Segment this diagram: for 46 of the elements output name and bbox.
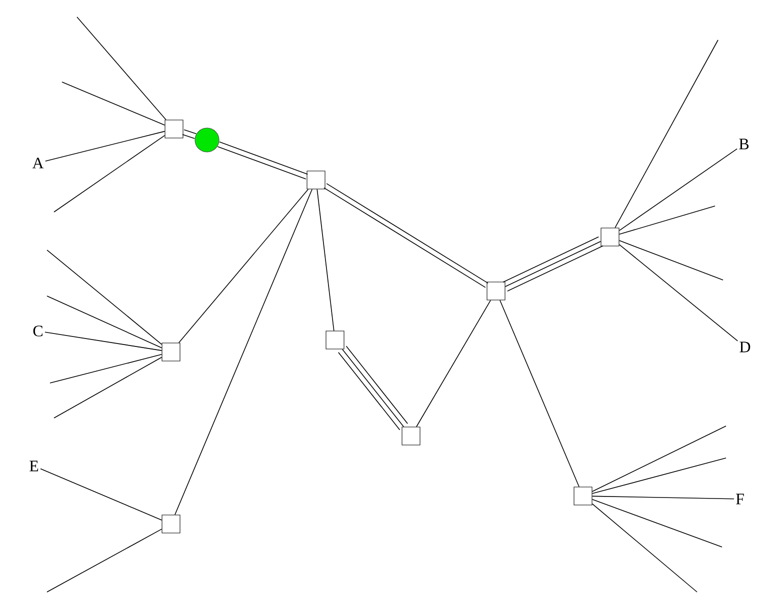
node-label: F bbox=[736, 494, 744, 504]
router-box bbox=[486, 282, 506, 300]
link-line bbox=[184, 129, 197, 134]
link-line bbox=[592, 496, 734, 500]
link-line bbox=[62, 82, 166, 126]
node-label: D bbox=[740, 342, 750, 352]
link-line bbox=[316, 188, 334, 332]
router-box bbox=[402, 426, 420, 446]
link-line bbox=[54, 135, 166, 212]
link-line bbox=[618, 148, 738, 231]
link-line bbox=[500, 300, 580, 488]
link-line bbox=[174, 188, 312, 516]
link-line bbox=[76, 16, 166, 120]
link-line bbox=[40, 468, 162, 520]
link-line bbox=[44, 130, 166, 162]
link-line bbox=[592, 503, 698, 592]
link-line bbox=[46, 528, 162, 592]
router-box bbox=[162, 342, 180, 362]
link-line bbox=[54, 356, 162, 418]
node-label: E bbox=[30, 460, 38, 472]
node-label: C bbox=[33, 326, 42, 336]
link-line bbox=[592, 499, 722, 548]
link-line bbox=[217, 146, 306, 180]
link-line bbox=[618, 240, 724, 280]
router-box bbox=[162, 514, 180, 534]
node-label: B bbox=[739, 138, 749, 150]
router-box bbox=[326, 330, 344, 350]
link-line bbox=[592, 458, 726, 494]
link-line bbox=[44, 332, 162, 351]
link-line bbox=[416, 300, 491, 428]
router-box bbox=[306, 170, 326, 190]
link-line bbox=[182, 134, 195, 139]
link-line bbox=[46, 296, 162, 348]
link-line bbox=[592, 426, 726, 492]
node-label: A bbox=[32, 158, 44, 168]
router-box bbox=[600, 228, 620, 246]
link-line bbox=[618, 206, 716, 235]
router-box bbox=[164, 120, 184, 138]
link-line bbox=[218, 141, 308, 175]
link-line bbox=[618, 244, 738, 342]
link-line bbox=[178, 188, 309, 344]
link-line bbox=[50, 354, 162, 384]
link-line bbox=[614, 40, 718, 228]
link-line bbox=[46, 250, 162, 345]
marker-dot bbox=[194, 128, 220, 152]
router-box bbox=[574, 486, 592, 506]
